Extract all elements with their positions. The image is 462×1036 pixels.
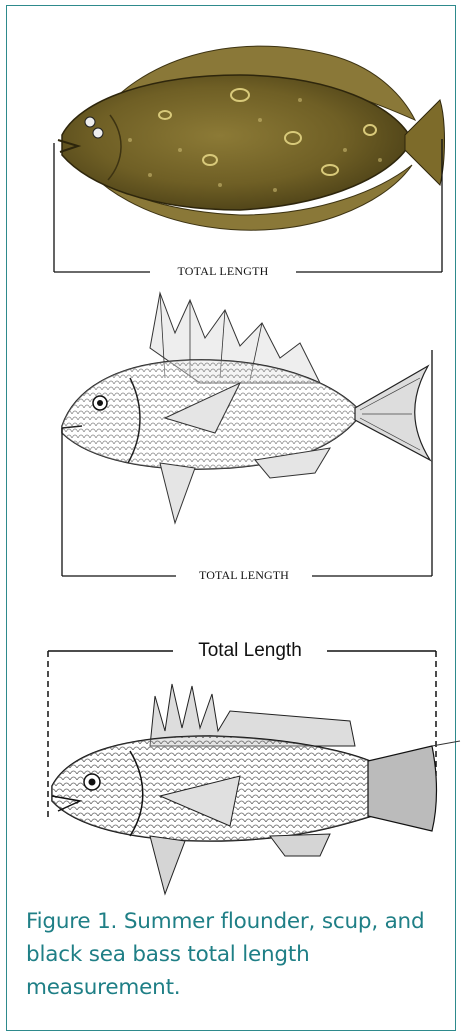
scup-panel: TOTAL LENGTH [0, 288, 462, 588]
scup-illustration [0, 288, 462, 588]
flounder-illustration [0, 0, 462, 300]
flounder-panel: TOTAL LENGTH [0, 0, 462, 300]
seabass-panel: Total Length [0, 636, 462, 896]
seabass-length-label: Total Length [173, 640, 327, 662]
flounder-length-label: TOTAL LENGTH [150, 264, 296, 279]
figure-caption: Figure 1. Summer flounder, scup, and bla… [26, 905, 436, 1004]
scup-length-label: TOTAL LENGTH [176, 568, 312, 583]
seabass-illustration [0, 636, 462, 896]
